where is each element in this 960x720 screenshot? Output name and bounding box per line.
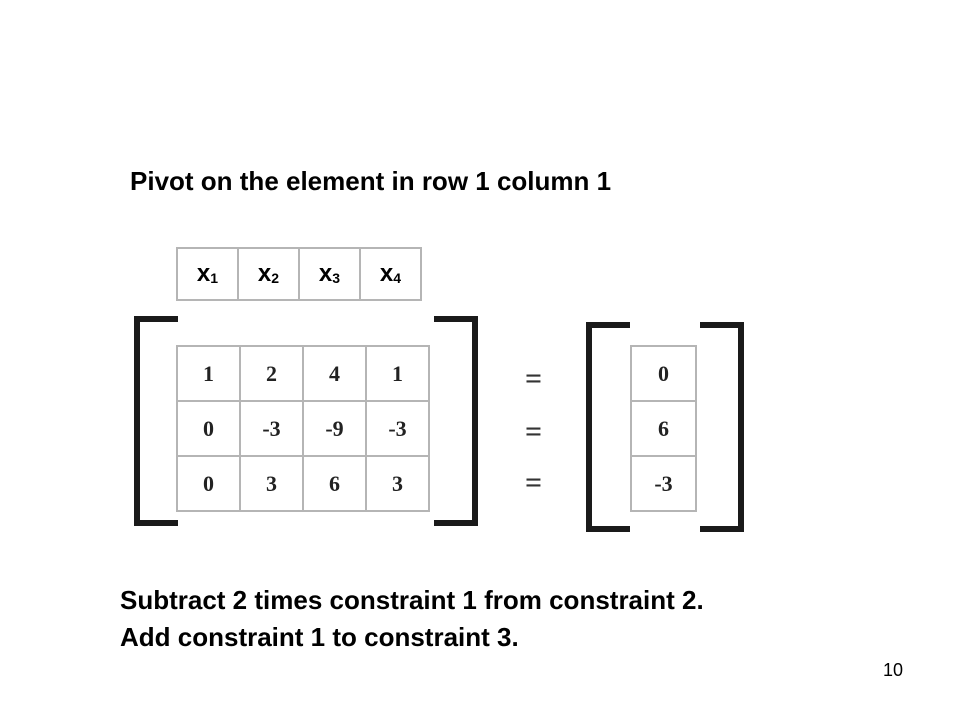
matrix-cell: -9 — [302, 400, 367, 457]
instruction-line-2: Add constraint 1 to constraint 3. — [120, 622, 519, 652]
matrix-row: 1 2 4 1 — [176, 345, 430, 402]
matrix-cell: 6 — [302, 455, 367, 512]
rhs-cell: 6 — [630, 400, 697, 457]
matrix-cell: 4 — [302, 345, 367, 402]
rhs-row: 0 — [630, 345, 697, 402]
matrix-left-bracket — [134, 316, 178, 526]
rhs-row: 6 — [630, 400, 697, 457]
matrix-cell: -3 — [365, 400, 430, 457]
matrix-cell: -3 — [239, 400, 304, 457]
rhs-vector: 0 6 -3 — [630, 345, 697, 512]
matrix-cell: 3 — [365, 455, 430, 512]
matrix-row: 0 -3 -9 -3 — [176, 400, 430, 457]
coefficient-matrix: 1 2 4 1 0 -3 -9 -3 0 3 6 3 — [176, 345, 430, 512]
matrix-cell: 1 — [176, 345, 241, 402]
equals-sign: = — [525, 415, 543, 448]
matrix-right-bracket — [434, 316, 478, 526]
matrix-cell: 3 — [239, 455, 304, 512]
rhs-cell: 0 — [630, 345, 697, 402]
matrix-cell: 2 — [239, 345, 304, 402]
rhs-row: -3 — [630, 455, 697, 512]
matrix-cell: 0 — [176, 455, 241, 512]
matrix-cell: 0 — [176, 400, 241, 457]
page-number: 10 — [883, 660, 904, 680]
rhs-cell: -3 — [630, 455, 697, 512]
rhs-left-bracket — [586, 322, 630, 532]
equals-sign: = — [525, 362, 543, 395]
matrix-cell: 1 — [365, 345, 430, 402]
slide-title: Pivot on the element in row 1 column 1 — [130, 166, 612, 196]
rhs-right-bracket — [700, 322, 744, 532]
matrix-row: 0 3 6 3 — [176, 455, 430, 512]
instruction-line-1: Subtract 2 times constraint 1 from const… — [120, 585, 704, 615]
equals-sign: = — [525, 466, 543, 499]
